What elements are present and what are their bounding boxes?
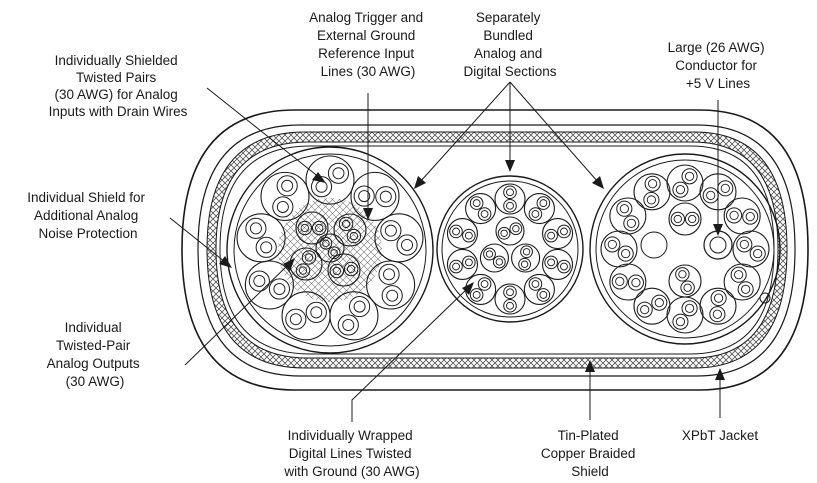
digital-pair: [479, 243, 509, 273]
power-pair: [633, 173, 671, 211]
digital-pair: [446, 248, 478, 281]
label-xpbt-jacket: XPbT Jacket: [682, 428, 759, 443]
analog-output-pair: [327, 253, 361, 287]
power-pair: [723, 197, 761, 235]
digital-bundle: [436, 175, 584, 323]
power-pair: [732, 230, 770, 268]
power-pair: [609, 263, 647, 301]
leader-lines: [169, 81, 725, 422]
shielded-pair: [329, 291, 379, 341]
analog-output-pair: [333, 213, 367, 247]
digital-pair: [511, 243, 541, 273]
label-bundled-sections: Separately Bundled Analog and Digital Se…: [463, 10, 556, 79]
analog-output-pair: [295, 211, 329, 245]
digital-pair: [523, 273, 555, 306]
label-braided-shield: Tin-Plated Copper Braided Shield: [541, 428, 639, 479]
shielded-pair: [350, 171, 400, 221]
shielded-pair: [281, 291, 331, 341]
analog-bundle: [226, 146, 434, 354]
power-pair: [600, 230, 638, 268]
digital-pair: [542, 217, 574, 250]
analog-output-pairs: [289, 211, 367, 287]
power-pair: [609, 197, 647, 235]
analog-output-pair: [315, 233, 345, 263]
shielded-pair: [236, 213, 286, 263]
power-pair: [668, 202, 702, 236]
power-pair: [633, 287, 671, 325]
digital-pair: [523, 192, 555, 225]
digital-pair: [542, 248, 574, 281]
digital-pair: [495, 216, 525, 246]
power-pair: [699, 287, 737, 325]
shielded-pair: [366, 260, 416, 310]
label-digital-lines: Individually Wrapped Digital Lines Twist…: [283, 428, 419, 479]
power-pair: [666, 164, 704, 202]
label-large-conductor: Large (26 AWG) Conductor for +5 V Lines: [668, 40, 769, 91]
shielded-pair: [244, 260, 294, 310]
digital-pair: [494, 283, 526, 315]
digital-line-pairs: [446, 183, 574, 315]
label-analog-outputs: Individual Twisted-Pair Analog Outputs (…: [47, 320, 144, 389]
power-pair: [668, 264, 702, 298]
shielded-pair: [305, 155, 355, 205]
label-shielded-pairs: Individually Shielded Twisted Pairs (30 …: [49, 53, 188, 119]
shielded-twisted-pairs: [236, 155, 424, 341]
label-trigger-lines: Analog Trigger and External Ground Refer…: [309, 10, 427, 79]
power-bundle: [589, 153, 781, 345]
drain-wire: [759, 292, 771, 304]
power-pair: [723, 263, 761, 301]
shielded-pair: [374, 213, 424, 263]
digital-pair: [465, 192, 497, 225]
shielded-pair: [260, 171, 310, 221]
xpbt-jacket: [181, 109, 809, 391]
large-conductor-1: [640, 231, 668, 259]
digital-pair: [494, 183, 526, 215]
label-individual-shield: Individual Shield for Additional Analog …: [27, 190, 149, 241]
digital-pair: [446, 217, 478, 250]
braided-shield: [206, 131, 788, 369]
power-line-pairs: [600, 164, 770, 334]
